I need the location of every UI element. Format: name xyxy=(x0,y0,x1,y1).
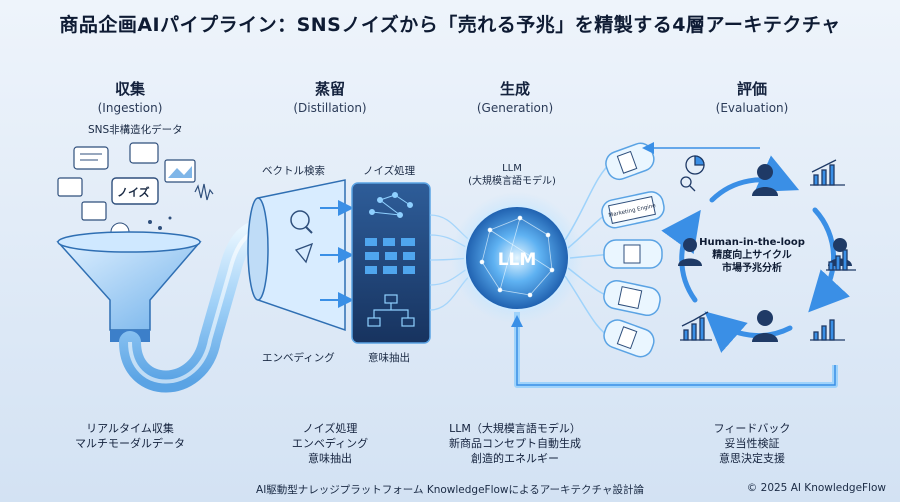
feedback-pipe xyxy=(514,312,838,388)
stage-name: 蒸留 xyxy=(314,80,345,98)
embedding-label: エンベディング xyxy=(262,352,335,364)
message-icon xyxy=(129,142,159,164)
stage-header-generation: 生成 (Generation) xyxy=(415,78,615,115)
llm-label: LLM (大規模言語モデル) xyxy=(452,162,572,188)
footnote-line: ノイズ処理 xyxy=(302,422,358,435)
footnote-line: マルチモーダルデータ xyxy=(75,437,185,450)
funnel-shape xyxy=(56,241,202,331)
llm-title: LLM xyxy=(502,163,522,174)
llm-subtitle: (大規模言語モデル) xyxy=(468,176,556,187)
bar-chart-icon xyxy=(826,249,856,271)
footnote-generation: LLM（大規模言語モデル） 新商品コンセプト自動生成 創造的エネルギー xyxy=(415,421,615,466)
pie-chart-icon xyxy=(685,155,705,175)
photo-icon xyxy=(81,201,107,221)
person-icon xyxy=(752,310,778,342)
processor-block xyxy=(351,182,431,344)
footer-caption: AI駆動型ナレッジプラットフォーム KnowledgeFlowによるアーキテクチ… xyxy=(256,484,644,496)
vector-search-label: ベクトル検索 xyxy=(262,165,325,177)
stage-en: (Ingestion) xyxy=(97,101,163,115)
loop-line: 精度向上サイクル xyxy=(712,250,792,261)
stage-name: 収集 xyxy=(114,80,145,98)
page-title: 商品企画AIパイプライン：SNSノイズから「売れる予兆」を精製する4層アーキテク… xyxy=(59,14,841,36)
chat-bubble-icon xyxy=(73,146,109,170)
footnote-evaluation: フィードバック 妥当性検証 意思決定支援 xyxy=(652,421,852,466)
footnote-line: フィードバック xyxy=(713,422,791,435)
post-icon xyxy=(57,177,83,197)
stage-header-evaluation: 評価 (Evaluation) xyxy=(652,78,852,115)
noise-bubble-label: ノイズ xyxy=(117,186,150,199)
footnote-line: エンベディング xyxy=(291,437,369,450)
audio-wave-icon xyxy=(194,183,214,201)
stage-header-ingestion: 収集 (Ingestion) xyxy=(30,78,230,115)
edit-document-icon xyxy=(623,244,641,264)
llm-core-text: LLM xyxy=(498,250,537,270)
footnote-distillation: ノイズ処理 エンベディング 意味抽出 xyxy=(230,421,430,466)
stage-en: (Distillation) xyxy=(293,101,367,115)
loop-line: 市場予兆分析 xyxy=(722,263,782,274)
evaluation-cycle xyxy=(661,155,851,353)
footnote-ingestion: リアルタイム収集 マルチモーダルデータ xyxy=(30,421,230,451)
bar-chart-icon xyxy=(810,159,845,186)
marketing-card xyxy=(608,196,656,224)
magnifier-icon xyxy=(680,176,696,192)
sns-data-label: SNS非構造化データ xyxy=(88,124,183,136)
footnote-line: 意味抽出 xyxy=(308,452,352,465)
bar-chart-icon xyxy=(680,311,712,341)
footnote-line: 創造的エネルギー xyxy=(471,452,559,465)
footnote-line: 妥当性検証 xyxy=(724,437,780,450)
stage-header-distillation: 蒸留 (Distillation) xyxy=(230,78,430,115)
footnote-line: LLM（大規模言語モデル） xyxy=(449,422,581,435)
file-icon xyxy=(616,326,638,350)
footnote-line: 意思決定支援 xyxy=(719,452,785,465)
stage-en: (Generation) xyxy=(476,101,554,115)
footnote-line: リアルタイム収集 xyxy=(86,422,174,435)
checklist-icon xyxy=(617,286,643,310)
pointer-icon xyxy=(294,242,314,264)
noise-processing-label: ノイズ処理 xyxy=(363,165,416,177)
loop-line: Human-in-the-loop xyxy=(699,237,805,248)
stage-name: 評価 xyxy=(736,80,767,98)
chart-icons xyxy=(680,155,856,341)
output-capsules: Marketing Engine xyxy=(601,142,665,358)
document-icon xyxy=(616,150,638,174)
magnifier-icon xyxy=(290,210,310,230)
stage-en: (Evaluation) xyxy=(715,101,789,115)
bar-chart-icon xyxy=(810,319,845,341)
person-icon xyxy=(752,164,778,196)
footer-copyright: © 2025 AI KnowledgeFlow xyxy=(746,482,886,494)
evaluation-loop-text: Human-in-the-loop 精度向上サイクル 市場予兆分析 xyxy=(690,236,814,275)
meaning-extraction-label: 意味抽出 xyxy=(368,352,410,364)
footnote-line: 新商品コンセプト自動生成 xyxy=(449,437,581,450)
person-icon xyxy=(678,238,702,266)
stage-name: 生成 xyxy=(499,80,530,98)
noise-bubble xyxy=(111,177,159,205)
